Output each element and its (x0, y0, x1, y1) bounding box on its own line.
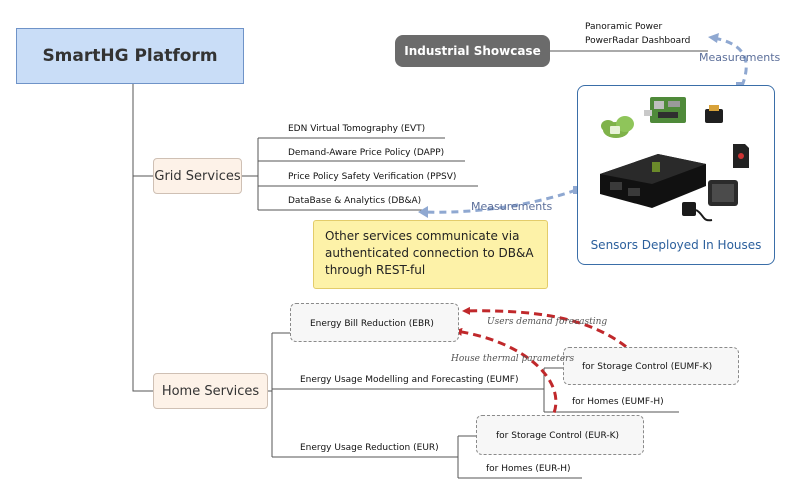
industrial-showcase-node[interactable]: Industrial Showcase (395, 35, 550, 67)
leaf-evt[interactable]: EDN Virtual Tomography (EVT) (288, 124, 426, 134)
measurements-arrowhead-top (708, 33, 719, 43)
grid-services-node[interactable]: Grid Services (153, 158, 242, 194)
ebr-box[interactable]: Energy Bill Reduction (EBR) (290, 303, 459, 342)
eur-line (272, 435, 582, 479)
sensors-caption: Sensors Deployed In Houses (590, 238, 762, 252)
carry-case-icon (708, 180, 738, 206)
black-enclosure-icon (600, 154, 706, 208)
sd-card-icon (733, 144, 749, 168)
root-node[interactable]: SmartHG Platform (16, 28, 244, 84)
rest-note[interactable]: Other services communicate via authentic… (313, 220, 548, 289)
industrial-showcase-label: Industrial Showcase (404, 44, 541, 58)
home-services-node[interactable]: Home Services (153, 373, 268, 409)
leaf-ppsv[interactable]: Price Policy Safety Verification (PPSV) (288, 172, 457, 182)
eumf-line (272, 367, 679, 413)
leaf-dapp[interactable]: Demand-Aware Price Policy (DAPP) (288, 148, 445, 158)
raspberry-pi-board-icon (644, 97, 686, 123)
home-connector (268, 333, 273, 457)
rest-note-text: Other services communicate via authentic… (325, 229, 534, 277)
usb-dongle-icon (705, 105, 723, 123)
eur-k-box[interactable]: for Storage Control (EUR-K) (476, 415, 644, 455)
sensors-box[interactable]: Sensors Deployed In Houses (577, 85, 775, 265)
root-label: SmartHG Platform (42, 46, 218, 66)
leaf-eumf-h[interactable]: for Homes (EUMF-H) (572, 397, 664, 407)
sensors-illustration (600, 97, 749, 222)
leaf-ebr: Energy Bill Reduction (EBR) (310, 319, 434, 329)
users-demand-annotation: Users demand forecasting (487, 317, 608, 327)
grid-services-label: Grid Services (154, 168, 241, 184)
leaf-eumf-k: for Storage Control (EUMF-K) (582, 362, 713, 372)
house-thermal-arrow (454, 327, 558, 425)
root-trunk (132, 84, 153, 392)
powerradar-dashboard-label: PowerRadar Dashboard (585, 36, 691, 46)
cloud-icon (601, 116, 634, 138)
leaf-eumf[interactable]: Energy Usage Modelling and Forecasting (… (300, 375, 519, 385)
leaf-eur[interactable]: Energy Usage Reduction (EUR) (300, 443, 439, 453)
eumf-k-box[interactable]: for Storage Control (EUMF-K) (563, 347, 739, 385)
grid-underlines (258, 137, 478, 211)
measurements-label-mid: Measurements (471, 200, 553, 213)
measurements-arrow-mid (423, 188, 577, 214)
measurements-label-top: Measurements (699, 51, 781, 64)
house-thermal-annotation: House thermal parameters (451, 354, 575, 364)
panoramic-power-label: Panoramic Power (585, 22, 663, 32)
home-services-label: Home Services (161, 383, 260, 399)
leaf-eur-k: for Storage Control (EUR-K) (496, 431, 620, 441)
power-adapter-icon (682, 202, 713, 222)
leaf-eur-h[interactable]: for Homes (EUR-H) (486, 464, 571, 474)
users-demand-arrow (462, 306, 638, 357)
grid-connector (242, 138, 259, 210)
measurements-arrowhead-mid (418, 206, 428, 218)
leaf-dba[interactable]: DataBase & Analytics (DB&A) (288, 196, 422, 206)
